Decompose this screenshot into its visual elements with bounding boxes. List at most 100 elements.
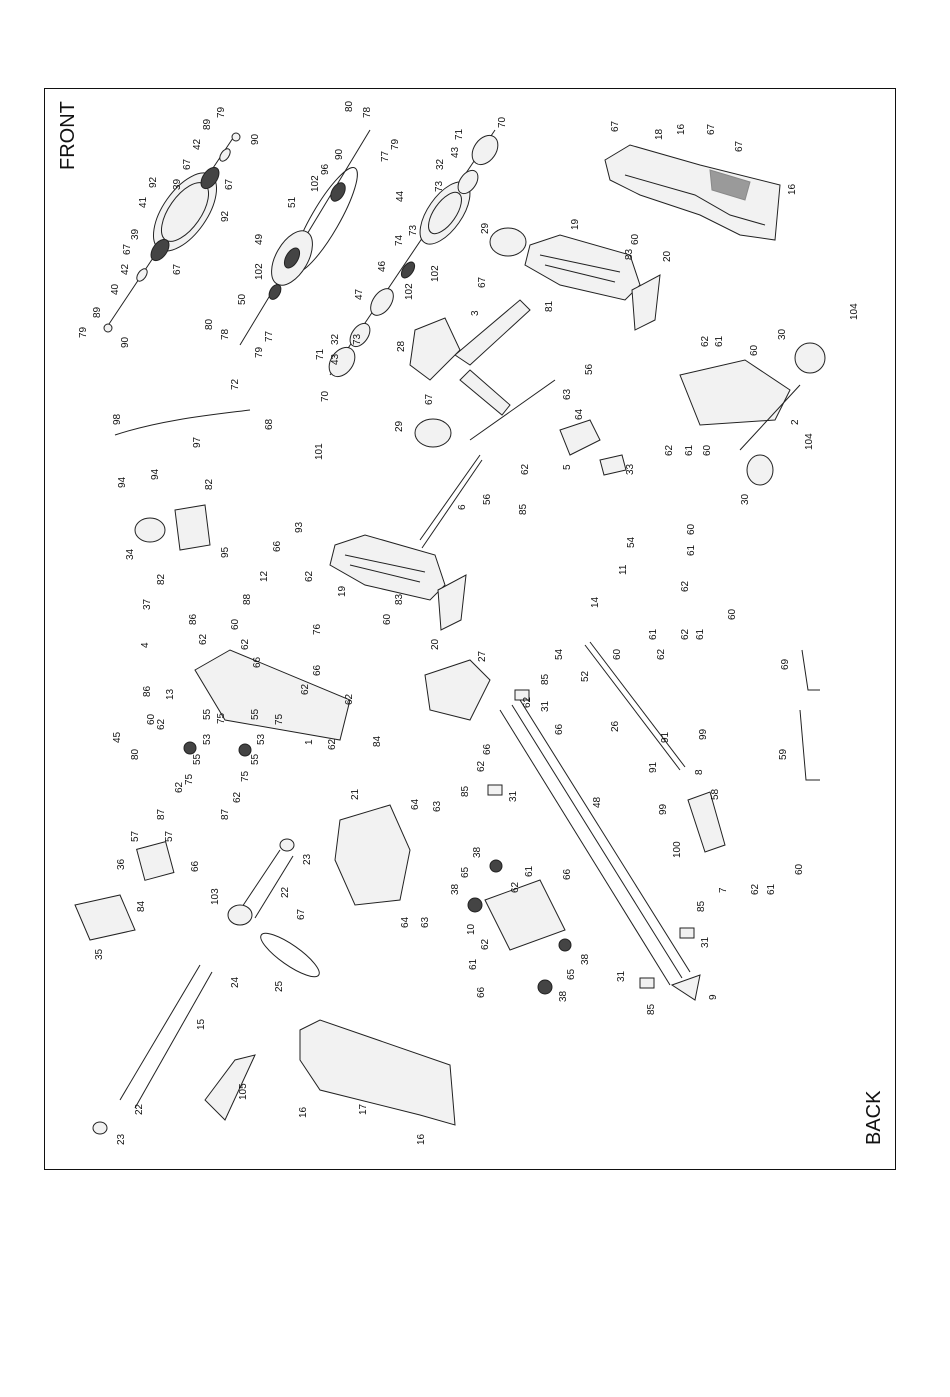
handle-grip	[204, 1054, 256, 1121]
part-callout-46: 46	[377, 260, 388, 272]
part-callout-94: 94	[150, 468, 161, 480]
part-callout-80: 80	[130, 748, 141, 760]
part-callout-61: 61	[766, 883, 777, 895]
part-callout-62: 62	[510, 881, 521, 893]
part-callout-54: 54	[554, 648, 565, 660]
part-callout-60: 60	[794, 863, 805, 875]
part-callout-49: 49	[254, 233, 265, 245]
part-callout-20: 20	[430, 638, 441, 650]
part-callout-54: 54	[626, 536, 637, 548]
part-callout-70: 70	[320, 390, 331, 402]
part-callout-90: 90	[120, 336, 131, 348]
part-callout-71: 71	[315, 348, 326, 360]
part-callout-50: 50	[237, 293, 248, 305]
part-callout-36: 36	[116, 858, 127, 870]
part-callout-67: 67	[424, 393, 435, 405]
part-callout-62: 62	[656, 648, 667, 660]
part-callout-55: 55	[202, 708, 213, 720]
part-callout-31: 31	[616, 970, 627, 982]
part-callout-58: 58	[710, 788, 721, 800]
part-callout-75: 75	[216, 712, 227, 724]
part-callout-38: 38	[450, 883, 461, 895]
part-callout-18: 18	[654, 128, 665, 140]
part-callout-3: 3	[470, 310, 481, 316]
part-callout-96: 96	[320, 163, 331, 175]
part-callout-37: 37	[142, 598, 153, 610]
part-callout-62: 62	[232, 791, 243, 803]
part-callout-5: 5	[562, 464, 573, 470]
side-frame	[183, 649, 351, 757]
part-callout-16: 16	[787, 183, 798, 195]
part-callout-16: 16	[676, 123, 687, 135]
part-callout-67: 67	[734, 140, 745, 152]
part-callout-14: 14	[590, 596, 601, 608]
diagram-frame	[44, 88, 896, 1170]
part-callout-56: 56	[482, 493, 493, 505]
part-callout-100: 100	[672, 841, 683, 858]
rear-stabilizer	[679, 342, 826, 486]
part-callout-90: 90	[250, 133, 261, 145]
part-callout-82: 82	[204, 478, 215, 490]
part-callout-61: 61	[468, 958, 479, 970]
part-callout-45: 45	[112, 731, 123, 743]
part-callout-81: 81	[544, 300, 555, 312]
part-callout-55: 55	[250, 753, 261, 765]
part-callout-83: 83	[394, 593, 405, 605]
part-callout-28: 28	[396, 340, 407, 352]
part-callout-61: 61	[714, 335, 725, 347]
part-callout-63: 63	[562, 388, 573, 400]
part-callout-38: 38	[580, 953, 591, 965]
part-callout-89: 89	[202, 118, 213, 130]
part-callout-22: 22	[280, 886, 291, 898]
part-callout-92: 92	[220, 210, 231, 222]
part-callout-38: 38	[472, 846, 483, 858]
part-callout-72: 72	[230, 378, 241, 390]
seat	[334, 804, 411, 906]
part-callout-84: 84	[136, 900, 147, 912]
part-callout-59: 59	[778, 748, 789, 760]
part-callout-87: 87	[220, 808, 231, 820]
part-callout-80: 80	[204, 318, 215, 330]
part-callout-62: 62	[522, 696, 533, 708]
part-callout-6: 6	[457, 504, 468, 510]
part-callout-67: 67	[477, 276, 488, 288]
part-callout-51: 51	[287, 196, 298, 208]
part-callout-66: 66	[272, 540, 283, 552]
handle-bar	[114, 409, 251, 436]
part-callout-62: 62	[700, 335, 711, 347]
part-callout-61: 61	[684, 444, 695, 456]
part-callout-75: 75	[240, 770, 251, 782]
part-callout-21: 21	[350, 788, 361, 800]
main-frame	[409, 227, 627, 549]
part-callout-60: 60	[702, 444, 713, 456]
part-callout-22: 22	[134, 1103, 145, 1115]
part-callout-70: 70	[497, 116, 508, 128]
part-callout-30: 30	[777, 328, 788, 340]
part-callout-64: 64	[410, 798, 421, 810]
part-callout-71: 71	[454, 128, 465, 140]
part-callout-62: 62	[520, 463, 531, 475]
part-callout-66: 66	[476, 986, 487, 998]
part-callout-31: 31	[508, 790, 519, 802]
part-callout-52: 52	[580, 670, 591, 682]
part-callout-82: 82	[156, 573, 167, 585]
part-callout-33: 33	[625, 463, 636, 475]
part-callout-62: 62	[680, 628, 691, 640]
part-callout-62: 62	[300, 683, 311, 695]
part-callout-75: 75	[184, 773, 195, 785]
part-callout-13: 13	[165, 688, 176, 700]
part-callout-89: 89	[92, 306, 103, 318]
part-callout-95: 95	[220, 546, 231, 558]
back-label: BACK	[863, 1090, 885, 1145]
part-callout-61: 61	[524, 865, 535, 877]
part-callout-104: 104	[804, 433, 815, 450]
part-callout-39: 39	[172, 178, 183, 190]
part-callout-101: 101	[314, 443, 325, 460]
part-callout-7: 7	[718, 887, 729, 893]
part-callout-79: 79	[390, 138, 401, 150]
part-callout-47: 47	[354, 288, 365, 300]
part-callout-67: 67	[172, 263, 183, 275]
part-callout-98: 98	[112, 413, 123, 425]
carriage-plate	[484, 879, 566, 951]
